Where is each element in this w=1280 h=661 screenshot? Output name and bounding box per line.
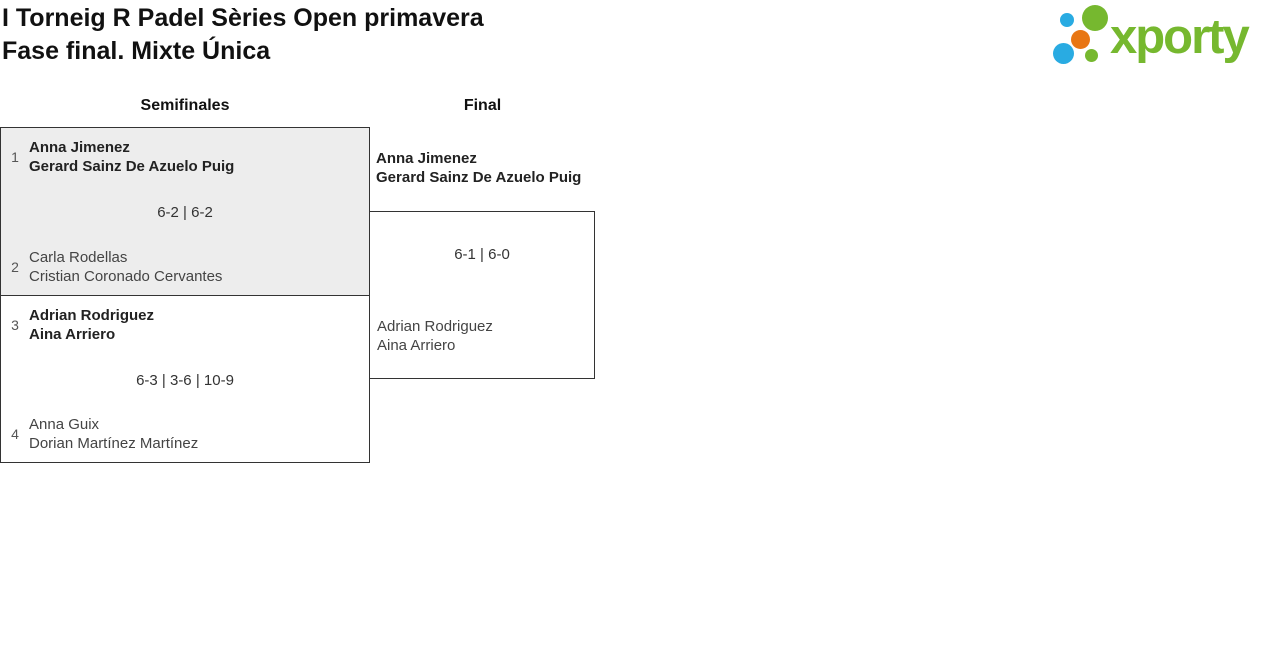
logo-dot-icon <box>1085 49 1098 62</box>
xporty-logo[interactable]: xporty <box>1048 5 1280 70</box>
semifinal-match-2: 3 Adrian Rodriguez Aina Arriero 6-3 | 3-… <box>0 295 370 463</box>
final-match: 6-1 | 6-0 Adrian Rodriguez Aina Arriero <box>369 211 595 379</box>
team-row: Adrian Rodriguez Aina Arriero <box>377 317 493 355</box>
page-title: I Torneig R Padel Sèries Open primavera … <box>2 2 484 68</box>
logo-dot-icon <box>1053 43 1074 64</box>
match-score: 6-2 | 6-2 <box>157 204 213 221</box>
player-name: Adrian Rodriguez <box>377 318 493 335</box>
tournament-name: I Torneig R Padel Sèries Open primavera <box>2 4 484 32</box>
seed-number: 1 <box>11 149 19 165</box>
team-row: 1 Anna Jimenez Gerard Sainz De Azuelo Pu… <box>1 138 234 176</box>
player-name: Anna Guix <box>29 416 100 433</box>
player-name: Aina Arriero <box>377 337 456 354</box>
player-name: Adrian Rodriguez <box>29 307 155 324</box>
player-name: Aina Arriero <box>29 326 116 343</box>
player-name: Anna Jimenez <box>29 139 130 156</box>
player-name: Gerard Sainz De Azuelo Puig <box>376 169 582 186</box>
team-names: Anna Guix Dorian Martínez Martínez <box>29 415 198 453</box>
semifinal-match-1: 1 Anna Jimenez Gerard Sainz De Azuelo Pu… <box>0 127 370 296</box>
team-row: 2 Carla Rodellas Cristian Coronado Cerva… <box>1 248 222 286</box>
seed-number: 3 <box>11 317 19 333</box>
logo-dot-icon <box>1082 5 1108 31</box>
player-name: Cristian Coronado Cervantes <box>29 268 223 285</box>
player-name: Anna Jimenez <box>376 150 477 167</box>
final-team-winner: Anna Jimenez Gerard Sainz De Azuelo Puig <box>376 149 581 187</box>
seed-number: 4 <box>11 426 19 442</box>
team-row: 3 Adrian Rodriguez Aina Arriero <box>1 306 154 344</box>
round-header-semifinales: Semifinales <box>140 97 230 114</box>
team-names: Adrian Rodriguez Aina Arriero <box>377 317 493 355</box>
team-names: Anna Jimenez Gerard Sainz De Azuelo Puig <box>29 138 234 176</box>
player-name: Dorian Martínez Martínez <box>29 435 199 452</box>
logo-dot-icon <box>1071 30 1090 49</box>
logo-dot-icon <box>1060 13 1074 27</box>
xporty-wordmark: xporty <box>1110 10 1250 64</box>
team-names: Carla Rodellas Cristian Coronado Cervant… <box>29 248 222 286</box>
match-score: 6-3 | 3-6 | 10-9 <box>136 372 234 389</box>
seed-number: 2 <box>11 259 19 275</box>
team-names: Adrian Rodriguez Aina Arriero <box>29 306 154 344</box>
round-header-final: Final <box>463 97 502 114</box>
match-score: 6-1 | 6-0 <box>454 246 510 263</box>
team-row: 4 Anna Guix Dorian Martínez Martínez <box>1 415 198 453</box>
player-name: Gerard Sainz De Azuelo Puig <box>29 158 235 175</box>
player-name: Carla Rodellas <box>29 249 128 266</box>
phase-subtitle: Fase final. Mixte Única <box>2 37 271 65</box>
